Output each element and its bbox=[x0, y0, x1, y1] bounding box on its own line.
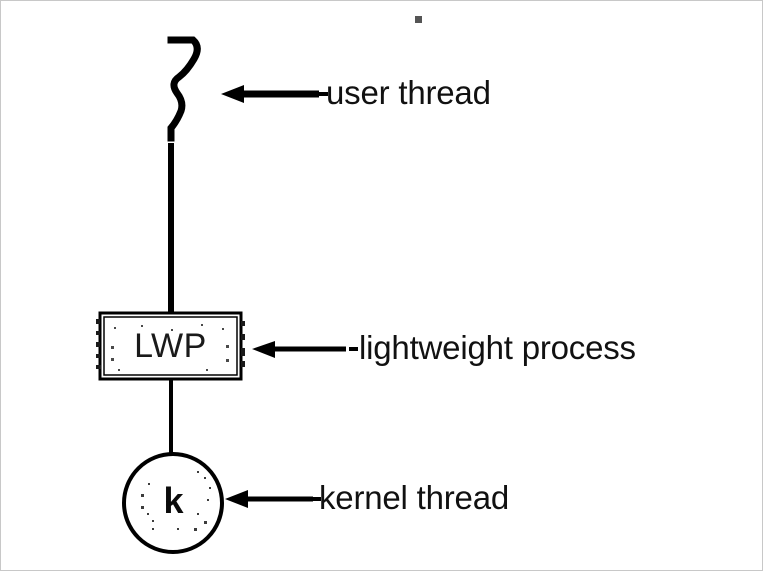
lwp-box-label: LWP bbox=[134, 327, 207, 365]
callout-arrow-user-thread bbox=[221, 85, 328, 103]
label-lightweight-process: lightweight process bbox=[359, 329, 636, 366]
kernel-node-label: k bbox=[163, 480, 184, 521]
callout-arrow-kernel-thread bbox=[225, 490, 321, 508]
label-kernel-thread: kernel thread bbox=[319, 479, 510, 516]
lwp-box bbox=[96, 311, 245, 381]
callout-arrow-lightweight-process bbox=[252, 341, 358, 358]
user-thread-squiggle-icon bbox=[167, 36, 201, 142]
scan-speck-icon bbox=[415, 16, 422, 23]
label-user-thread: user thread bbox=[326, 74, 491, 111]
kernel-thread-circle bbox=[122, 452, 224, 554]
